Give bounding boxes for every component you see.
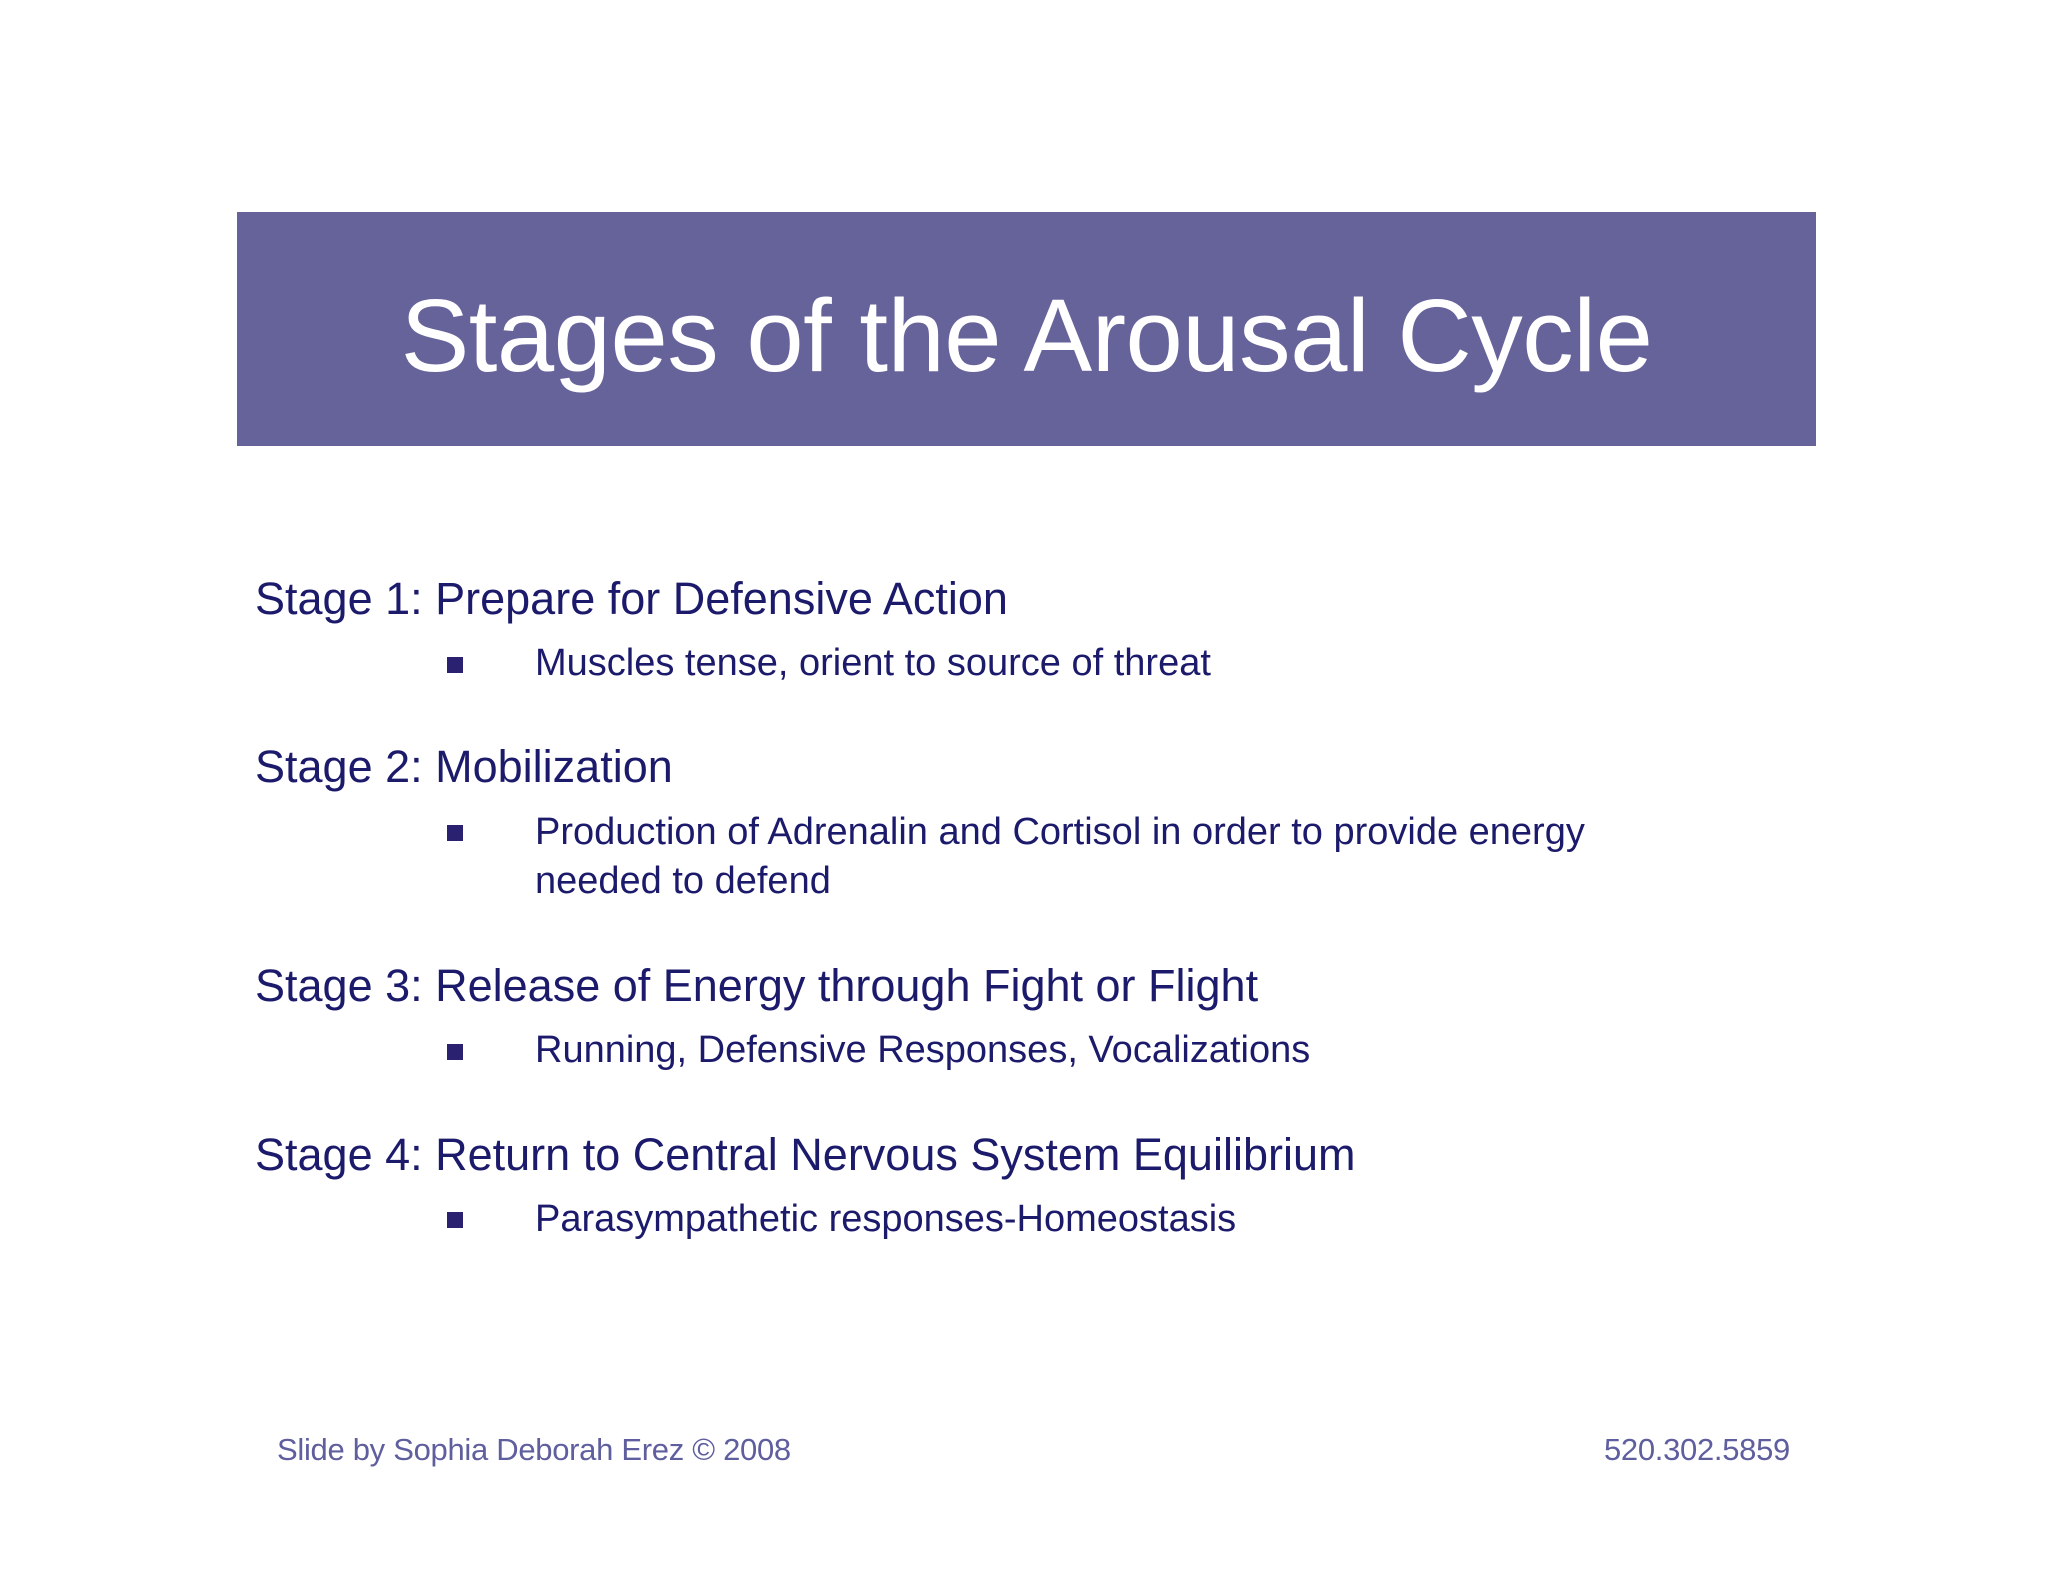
footer-phone-text: 520.302.5859 (1603, 1432, 1790, 1467)
stage-3-bullet-list: Running, Defensive Responses, Vocalizati… (255, 1026, 1815, 1075)
square-bullet-icon (447, 825, 463, 842)
stage-block-1: Stage 1: Prepare for Defensive Action Mu… (255, 572, 1815, 688)
list-item: Running, Defensive Responses, Vocalizati… (255, 1026, 1715, 1075)
stage-1-bullet-list: Muscles tense, orient to source of threa… (255, 639, 1815, 688)
stage-block-3: Stage 3: Release of Energy through Fight… (255, 959, 1815, 1075)
list-item-label: Parasympathetic responses-Homeostasis (535, 1197, 1237, 1240)
stage-heading-1: Stage 1: Prepare for Defensive Action (255, 573, 1008, 624)
list-item: Parasympathetic responses-Homeostasis (255, 1195, 1715, 1244)
list-item-label: Production of Adrenalin and Cortisol in … (535, 810, 1585, 902)
list-item: Production of Adrenalin and Cortisol in … (255, 808, 1715, 907)
stage-4-bullet-list: Parasympathetic responses-Homeostasis (255, 1195, 1815, 1244)
stage-block-4: Stage 4: Return to Central Nervous Syste… (255, 1128, 1815, 1244)
stage-heading-3: Stage 3: Release of Energy through Fight… (255, 960, 1259, 1012)
square-bullet-icon (447, 1043, 463, 1060)
stage-2-bullet-list: Production of Adrenalin and Cortisol in … (255, 808, 1815, 907)
stage-heading-4: Stage 4: Return to Central Nervous Syste… (255, 1128, 1356, 1180)
list-item: Muscles tense, orient to source of threa… (255, 639, 1715, 688)
stage-block-2: Stage 2: Mobilization Production of Adre… (255, 740, 1815, 906)
stage-spacer (255, 1076, 1815, 1128)
stage-spacer (255, 906, 1815, 959)
title-banner: Stages of the Arousal Cycle (237, 212, 1816, 446)
list-item-label: Muscles tense, orient to source of threa… (535, 642, 1211, 685)
stage-spacer (255, 688, 1815, 740)
slide-body: Stage 1: Prepare for Defensive Action Mu… (255, 572, 1815, 1244)
list-item-label: Running, Defensive Responses, Vocalizati… (535, 1029, 1311, 1072)
page-title: Stages of the Arousal Cycle (400, 277, 1653, 393)
slide-footer: Slide by Sophia Deborah Erez © 2008 520.… (0, 1432, 2048, 1492)
stage-heading-2: Stage 2: Mobilization (255, 741, 673, 793)
square-bullet-icon (447, 1212, 463, 1229)
square-bullet-icon (447, 656, 463, 673)
footer-credit-text: Slide by Sophia Deborah Erez © 2008 (277, 1432, 791, 1467)
